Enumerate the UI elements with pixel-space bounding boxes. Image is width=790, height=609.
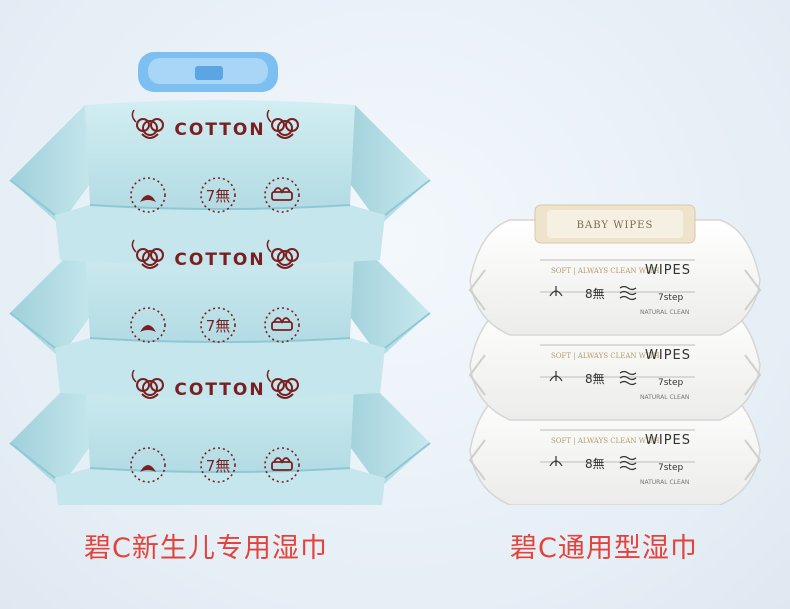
- wave-layers-icon: [619, 455, 637, 471]
- brand-text: WIPES: [645, 348, 691, 363]
- lid-label: BABY WIPES: [577, 220, 654, 231]
- brand-text: COTTON: [174, 380, 265, 400]
- lid: [534, 204, 696, 244]
- step-text: 7step: [658, 293, 683, 303]
- brand-text: COTTON: [174, 250, 265, 270]
- general-wipes-stack: BABY WIPES SOFT | ALWAYS CLEAN WITH WIPE…: [469, 204, 761, 505]
- wave-layers-icon: [619, 370, 637, 386]
- brand-text: COTTON: [174, 120, 265, 140]
- step-text: 7step: [658, 463, 683, 473]
- badge-text: 8無: [585, 371, 605, 386]
- badge-text: 7無: [206, 317, 231, 335]
- tagline: SOFT | ALWAYS CLEAN WITH: [551, 267, 659, 275]
- leaf-hand-icon: [140, 458, 156, 472]
- wave-layers-icon: [619, 285, 637, 301]
- footer-text: NATURAL CLEAN: [640, 309, 689, 316]
- brand-text: WIPES: [645, 263, 691, 278]
- tagline: SOFT | ALWAYS CLEAN WITH: [551, 352, 659, 360]
- footer-text: NATURAL CLEAN: [640, 479, 689, 486]
- lid: [138, 52, 278, 92]
- footer-text: NATURAL CLEAN: [640, 394, 689, 401]
- leaf-hand-icon: [549, 456, 563, 467]
- badge-text: 7無: [206, 187, 231, 205]
- general-wipes-caption: 碧C通用型湿巾: [510, 533, 698, 564]
- tissue-stack-icon: [271, 457, 293, 471]
- newborn-wipes-caption: 碧C新生儿专用湿巾: [84, 533, 328, 564]
- leaf-hand-icon: [549, 286, 563, 297]
- badge-text: 8無: [585, 456, 605, 471]
- badge-text: 7無: [206, 457, 231, 475]
- tissue-stack-icon: [271, 187, 293, 201]
- leaf-hand-icon: [549, 371, 563, 382]
- step-text: 7step: [658, 378, 683, 388]
- leaf-hand-icon: [140, 188, 156, 202]
- leaf-hand-icon: [140, 318, 156, 332]
- tagline: SOFT | ALWAYS CLEAN WITH: [551, 437, 659, 445]
- tissue-stack-icon: [271, 317, 293, 331]
- badge-text: 8無: [585, 286, 605, 301]
- brand-text: WIPES: [645, 433, 691, 448]
- newborn-wipes-stack: COTTON COTTON COTTON 7無 7無 7無: [9, 52, 431, 505]
